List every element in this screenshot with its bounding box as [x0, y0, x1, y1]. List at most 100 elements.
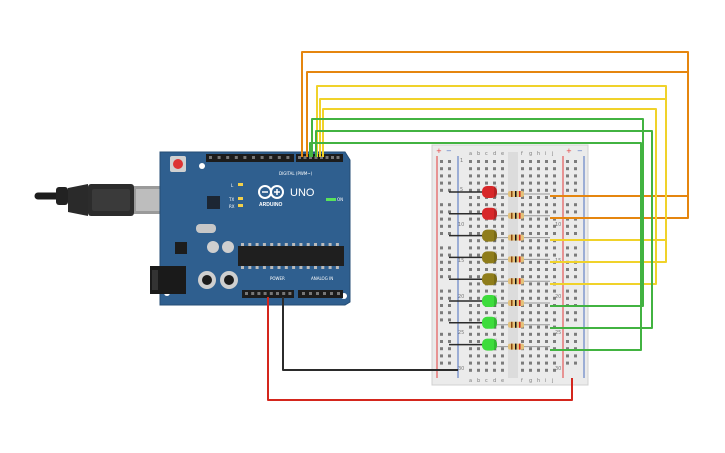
breadboard-hole[interactable] — [477, 188, 480, 192]
rail-hole[interactable] — [440, 188, 443, 192]
breadboard-hole[interactable] — [529, 296, 532, 300]
breadboard-hole[interactable] — [493, 268, 496, 271]
breadboard-hole[interactable] — [501, 160, 504, 163]
power-header[interactable] — [242, 290, 294, 298]
breadboard-hole[interactable] — [469, 260, 472, 264]
rail-hole[interactable] — [566, 332, 569, 336]
header-pin[interactable] — [337, 292, 340, 295]
breadboard-hole[interactable] — [485, 354, 488, 358]
breadboard-hole[interactable] — [477, 210, 480, 214]
rail-hole[interactable] — [574, 268, 577, 271]
breadboard-hole[interactable] — [469, 296, 472, 300]
rail-hole[interactable] — [574, 224, 577, 228]
header-pin[interactable] — [209, 156, 212, 159]
rail-hole[interactable] — [574, 167, 577, 171]
breadboard-hole[interactable] — [501, 275, 504, 279]
breadboard-hole[interactable] — [485, 246, 488, 250]
breadboard-hole[interactable] — [469, 289, 472, 293]
breadboard-hole[interactable] — [477, 296, 480, 300]
breadboard-hole[interactable] — [521, 318, 524, 322]
rail-hole[interactable] — [574, 160, 577, 163]
rail-hole[interactable] — [574, 296, 577, 300]
rail-hole[interactable] — [566, 268, 569, 271]
breadboard-hole[interactable] — [537, 174, 540, 178]
breadboard-hole[interactable] — [537, 232, 540, 235]
breadboard-hole[interactable] — [521, 311, 524, 315]
rail-hole[interactable] — [566, 203, 569, 207]
breadboard-hole[interactable] — [493, 361, 496, 365]
led-green[interactable] — [482, 338, 497, 351]
wire-green-2[interactable] — [315, 130, 653, 329]
breadboard-hole[interactable] — [537, 340, 540, 343]
breadboard-hole[interactable] — [545, 296, 548, 300]
breadboard-hole[interactable] — [501, 318, 504, 322]
breadboard-hole[interactable] — [485, 203, 488, 207]
breadboard-hole[interactable] — [553, 160, 556, 163]
header-pin[interactable] — [245, 292, 248, 295]
breadboard-hole[interactable] — [469, 160, 472, 163]
rail-hole[interactable] — [440, 224, 443, 228]
breadboard-hole[interactable] — [521, 181, 524, 185]
wire-gnd-black[interactable] — [282, 297, 458, 371]
wires[interactable] — [267, 51, 689, 401]
rail-hole[interactable] — [566, 289, 569, 293]
rail-hole[interactable] — [574, 210, 577, 214]
breadboard-hole[interactable] — [553, 347, 556, 351]
breadboard-hole[interactable] — [521, 340, 524, 343]
breadboard-hole[interactable] — [529, 275, 532, 279]
breadboard-hole[interactable] — [501, 260, 504, 264]
breadboard-hole[interactable] — [553, 232, 556, 235]
rail-hole[interactable] — [448, 361, 451, 365]
breadboard-hole[interactable] — [521, 160, 524, 163]
breadboard-hole[interactable] — [521, 361, 524, 365]
breadboard-hole[interactable] — [529, 260, 532, 264]
breadboard-hole[interactable] — [545, 268, 548, 271]
breadboard-hole[interactable] — [469, 304, 472, 307]
breadboard-hole[interactable] — [545, 347, 548, 351]
breadboard-hole[interactable] — [469, 340, 472, 343]
breadboard-hole[interactable] — [501, 347, 504, 351]
breadboard-hole[interactable] — [537, 203, 540, 207]
led-body[interactable] — [482, 273, 497, 286]
breadboard-hole[interactable] — [529, 304, 532, 307]
breadboard-hole[interactable] — [545, 160, 548, 163]
breadboard-hole[interactable] — [485, 181, 488, 185]
breadboard-hole[interactable] — [501, 239, 504, 243]
breadboard-hole[interactable] — [477, 311, 480, 315]
wire-green-3[interactable] — [309, 142, 642, 351]
breadboard-hole[interactable] — [537, 289, 540, 293]
breadboard-hole[interactable] — [485, 311, 488, 315]
breadboard-hole[interactable] — [521, 167, 524, 171]
breadboard-hole[interactable] — [501, 196, 504, 199]
breadboard-hole[interactable] — [469, 253, 472, 257]
rail-hole[interactable] — [440, 275, 443, 279]
rail-hole[interactable] — [440, 289, 443, 293]
breadboard-hole[interactable] — [477, 224, 480, 228]
led-olive[interactable] — [482, 229, 497, 242]
breadboard-hole[interactable] — [501, 325, 504, 329]
rail-hole[interactable] — [574, 332, 577, 336]
breadboard-hole[interactable] — [521, 224, 524, 228]
breadboard-hole[interactable] — [521, 232, 524, 235]
breadboard-hole[interactable] — [477, 318, 480, 322]
breadboard-hole[interactable] — [529, 268, 532, 271]
breadboard-hole[interactable] — [545, 196, 548, 199]
breadboard-hole[interactable] — [529, 239, 532, 243]
breadboard-hole[interactable] — [469, 196, 472, 199]
breadboard-hole[interactable] — [493, 167, 496, 171]
breadboard-hole[interactable] — [469, 318, 472, 322]
breadboard-hole[interactable] — [553, 289, 556, 293]
breadboard-hole[interactable] — [469, 239, 472, 243]
breadboard-hole[interactable] — [493, 368, 496, 372]
breadboard-hole[interactable] — [477, 160, 480, 163]
breadboard-hole[interactable] — [501, 253, 504, 257]
rail-hole[interactable] — [440, 203, 443, 207]
breadboard[interactable]: + − + − a b c d e f g h i j a b c d e f … — [431, 144, 589, 386]
rail-hole[interactable] — [574, 203, 577, 207]
breadboard-hole[interactable] — [529, 318, 532, 322]
breadboard-hole[interactable] — [553, 196, 556, 199]
breadboard-hole[interactable] — [493, 311, 496, 315]
breadboard-hole[interactable] — [545, 239, 548, 243]
led-body[interactable] — [482, 316, 497, 329]
rail-hole[interactable] — [574, 181, 577, 185]
